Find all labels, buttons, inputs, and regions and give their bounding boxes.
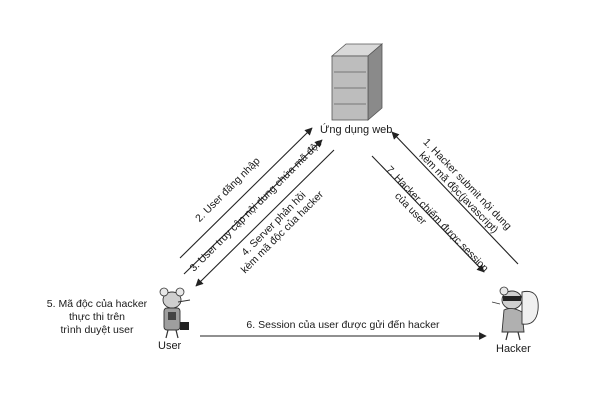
user-mascot-icon (159, 287, 191, 339)
hacker-mascot-icon (491, 286, 539, 341)
server-icon (330, 43, 384, 121)
arrow-step-7 (371, 155, 485, 273)
step-1-label-line-2: kèm mã độc(javascript) (416, 149, 500, 235)
step-5-label: 5. Mã độc của hacker thực thi trên trình… (46, 298, 148, 336)
step-6-label: 6. Session của user được gửi đến hacker (246, 319, 440, 331)
user-label: User (158, 340, 182, 352)
arrow-step-1 (391, 131, 519, 265)
arrow-step-2 (179, 127, 313, 259)
arrow-step-3 (183, 139, 323, 275)
arrow-step-4 (195, 149, 335, 287)
hacker-label: Hacker (496, 343, 531, 355)
server-label: Ứng dụng web (320, 123, 392, 136)
